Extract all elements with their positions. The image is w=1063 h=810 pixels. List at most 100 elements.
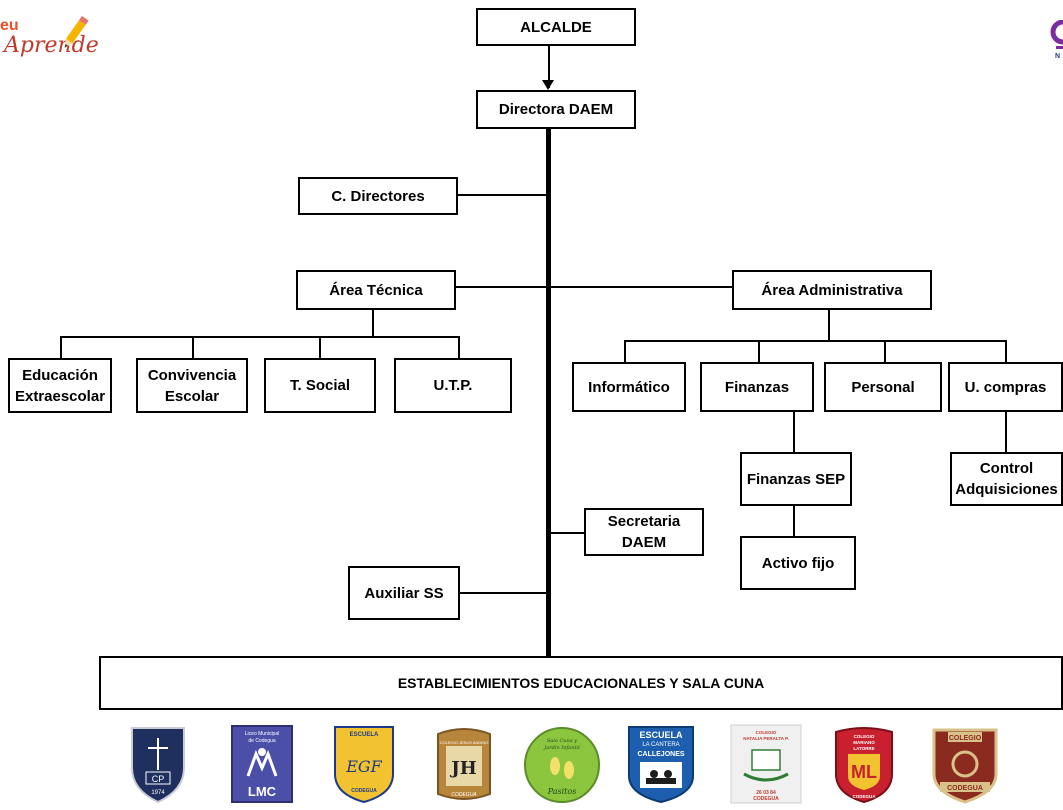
utp-label: U.T.P. (433, 377, 473, 394)
natalia-peralta-logo: COLEGIO NATALIA PERALTA P. 26 03 84 CODE… (730, 724, 802, 804)
sep-to-activo-line (793, 506, 795, 536)
lmc-liceo-logo: Liceo Municipal de Codegua LMC (230, 724, 294, 804)
compras-to-control-line (1005, 412, 1007, 452)
auxiliar-ss-box[interactable]: Auxiliar SS (348, 566, 460, 620)
svg-text:LA CANTERA: LA CANTERA (642, 742, 679, 748)
svg-text:Liceo Municipal: Liceo Municipal (245, 731, 279, 737)
svg-text:LMC: LMC (248, 784, 277, 799)
svg-text:CODEGUA: CODEGUA (852, 794, 876, 799)
svg-text:COLEGIO: COLEGIO (949, 735, 982, 742)
svg-text:Sala Cuna y: Sala Cuna y (547, 738, 577, 744)
establecimientos-box[interactable]: ESTABLECIMIENTOS EDUCACIONALES Y SALA CU… (99, 656, 1063, 710)
finanzas-box[interactable]: Finanzas (700, 362, 814, 412)
partial-logo-right: N (1046, 19, 1063, 62)
pencil-icon (64, 15, 89, 48)
svg-text:COLEGIO: COLEGIO (854, 734, 875, 739)
activo-fijo-box[interactable]: Activo fijo (740, 536, 856, 590)
cp-shield-logo: CP 1974 (128, 724, 188, 804)
area-tecnica-drop (372, 310, 374, 336)
svg-text:de Codegua: de Codegua (248, 738, 275, 744)
c-directores-connector (458, 194, 548, 196)
area-admin-drop (828, 310, 830, 340)
svg-text:NATALIA PERALTA P.: NATALIA PERALTA P. (743, 736, 789, 741)
secretaria-line-2: DAEM (621, 534, 667, 551)
alcalde-label: ALCALDE (520, 18, 592, 36)
svg-text:ESCUELA: ESCUELA (350, 732, 379, 738)
admin-drop-2 (758, 340, 760, 362)
brand-left-text: eu (0, 17, 19, 34)
tecnica-drop-4 (458, 336, 460, 358)
svg-text:CODEGUA: CODEGUA (351, 788, 377, 794)
educacion-line-1: Educación (22, 366, 98, 384)
svg-text:1974: 1974 (151, 790, 165, 796)
tecnica-children-bar (60, 336, 460, 338)
svg-text:LATORRE: LATORRE (853, 746, 874, 751)
finanzas-sep-box[interactable]: Finanzas SEP (740, 452, 852, 506)
convivencia-line-2: Escolar (164, 387, 220, 405)
admin-drop-3 (884, 340, 886, 362)
svg-text:CP: CP (152, 774, 165, 784)
svg-text:N: N (1055, 53, 1060, 60)
convivencia-escolar-box[interactable]: Convivencia Escolar (136, 358, 248, 413)
c-directores-box[interactable]: C. Directores (298, 177, 458, 215)
utp-box[interactable]: U.T.P. (394, 358, 512, 413)
svg-text:26 03 84: 26 03 84 (756, 790, 776, 796)
alcalde-to-directora-line (548, 46, 550, 88)
control-line-2: Adquisiciones (955, 481, 1058, 498)
svg-text:CODEGUA: CODEGUA (753, 796, 779, 802)
educacion-extraescolar-box[interactable]: Educación Extraescolar (8, 358, 112, 413)
finanzas-label: Finanzas (724, 378, 790, 396)
area-tecnica-box[interactable]: Área Técnica (296, 270, 456, 310)
svg-text:COLEGIO JESUS ANDINO: COLEGIO JESUS ANDINO (440, 740, 489, 745)
svg-text:MARIANO: MARIANO (853, 740, 875, 745)
area-connector-line (456, 286, 733, 288)
aprende-logo: eu Aprende (0, 8, 120, 68)
directora-daem-box[interactable]: Directora DAEM (476, 90, 636, 129)
u-compras-label: U. compras (964, 378, 1047, 396)
finanzas-to-sep-line (793, 412, 795, 452)
activo-fijo-label: Activo fijo (761, 554, 835, 572)
egf-escuela-logo: ESCUELA EGF CODEGUA (332, 724, 396, 804)
area-tecnica-label: Área Técnica (329, 281, 423, 299)
la-cantera-logo: ESCUELA LA CANTERA CALLEJONES (626, 724, 696, 804)
auxiliar-ss-label: Auxiliar SS (364, 584, 444, 602)
area-administrativa-box[interactable]: Área Administrativa (732, 270, 932, 310)
svg-text:EGF: EGF (345, 757, 382, 776)
svg-text:CODEGUA: CODEGUA (947, 785, 983, 792)
tecnica-drop-2 (192, 336, 194, 358)
personal-label: Personal (851, 378, 915, 396)
t-social-box[interactable]: T. Social (264, 358, 376, 413)
svg-text:Pasitos: Pasitos (547, 787, 577, 796)
mariano-latorre-logo: COLEGIO MARIANO LATORRE ML CODEGUA (832, 724, 896, 804)
svg-text:Jardin Infantil: Jardin Infantil (543, 745, 580, 751)
main-spine-line (546, 129, 551, 656)
svg-text:JH: JH (449, 758, 477, 779)
tecnica-drop-1 (60, 336, 62, 358)
secretaria-connector (548, 532, 584, 534)
svg-text:CALLEJONES: CALLEJONES (637, 751, 684, 758)
partial-circle-icon (1050, 19, 1063, 45)
control-adquisiciones-box[interactable]: Control Adquisiciones (950, 452, 1063, 506)
colegio-codegua-logo: COLEGIO CODEGUA (928, 724, 1002, 804)
svg-text:ESCUELA: ESCUELA (639, 730, 683, 740)
auxiliar-connector (458, 592, 548, 594)
area-administrativa-label: Área Administrativa (761, 281, 903, 299)
tecnica-drop-3 (319, 336, 321, 358)
admin-drop-4 (1005, 340, 1007, 362)
brand-script-text: Aprende (2, 33, 99, 58)
personal-box[interactable]: Personal (824, 362, 942, 412)
informatico-box[interactable]: Informático (572, 362, 686, 412)
svg-text:CODEGUA: CODEGUA (451, 792, 477, 798)
admin-children-bar (624, 340, 1007, 342)
finanzas-sep-label: Finanzas SEP (746, 470, 846, 488)
u-compras-box[interactable]: U. compras (948, 362, 1063, 412)
informatico-label: Informático (588, 378, 670, 396)
alcalde-box[interactable]: ALCALDE (476, 8, 636, 46)
c-directores-label: C. Directores (331, 187, 425, 205)
secretaria-line-1: Secretaria (607, 513, 681, 530)
t-social-label: T. Social (289, 377, 351, 394)
svg-text:COLEGIO: COLEGIO (756, 730, 777, 735)
svg-text:ML: ML (851, 762, 877, 782)
establecimientos-label: ESTABLECIMIENTOS EDUCACIONALES Y SALA CU… (397, 674, 765, 691)
secretaria-daem-box[interactable]: Secretaria DAEM (584, 508, 704, 556)
